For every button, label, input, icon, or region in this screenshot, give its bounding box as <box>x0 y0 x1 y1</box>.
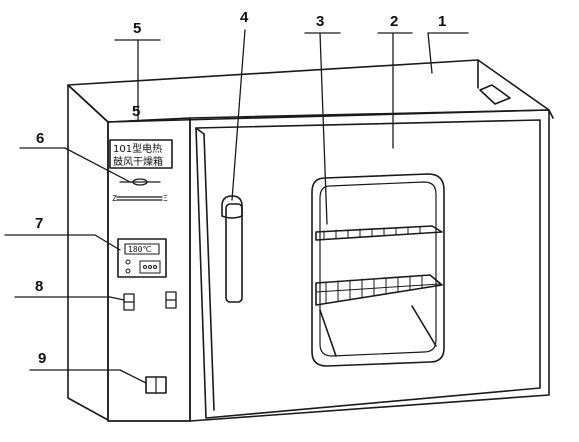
leader-7b <box>94 234 121 251</box>
oven-front-frame <box>189 109 550 422</box>
door-inner-edge <box>203 133 215 411</box>
viewing-window <box>311 173 445 367</box>
leader-4 <box>231 29 246 201</box>
controller-led-2 <box>125 268 131 274</box>
label-5-top: 5 <box>133 20 141 37</box>
leader-9b <box>119 369 147 384</box>
label-1: 1 <box>438 13 446 30</box>
label-8: 8 <box>35 278 43 295</box>
controller-screen <box>124 243 160 255</box>
door-panel <box>195 119 541 419</box>
controller-keys <box>139 260 161 274</box>
label-9: 9 <box>38 350 46 367</box>
shelf-upper-frame <box>315 225 443 241</box>
controller-frame <box>117 238 167 278</box>
leader-3 <box>319 32 328 225</box>
nameplate: 101型电热 鼓风干燥箱 <box>109 139 173 169</box>
shelf-lower-grid <box>315 275 441 304</box>
controller-reading: 180℃ <box>128 245 151 254</box>
shelf-lower-frame <box>315 274 443 306</box>
callout-numbers: 1 2 3 4 5 5 6 7 8 9 <box>35 9 446 367</box>
handle-bar <box>225 203 243 303</box>
chamber-depth-line-1 <box>319 309 337 357</box>
shelf-upper <box>315 225 443 241</box>
svg-text:Z: Z <box>112 194 117 203</box>
leader-8b <box>109 296 125 301</box>
label-5-panel: 5 <box>132 103 140 120</box>
chamber-depth-line-2 <box>411 305 437 347</box>
label-3: 3 <box>316 13 324 30</box>
power-switch <box>145 376 167 394</box>
window-inner <box>319 181 437 357</box>
shelf-upper-grid <box>323 226 421 241</box>
label-7: 7 <box>35 215 43 232</box>
nameplate-line-1: 101型电热 <box>113 142 162 155</box>
label-6: 6 <box>36 130 44 147</box>
top-vent-flap <box>479 84 511 105</box>
switch-pair <box>123 291 177 311</box>
leader-1 <box>427 32 433 74</box>
shelf-lower <box>315 274 443 306</box>
oven-door <box>195 119 541 419</box>
label-4: 4 <box>240 9 249 26</box>
leader-6 <box>64 147 131 183</box>
leader-lines <box>4 29 469 384</box>
label-2: 2 <box>390 13 398 30</box>
door-top-edge <box>195 127 205 135</box>
door-handle <box>221 195 243 303</box>
nameplate-frame <box>109 139 173 169</box>
right-back-edge <box>548 109 554 119</box>
svg-text:Ξ: Ξ <box>163 194 168 203</box>
indicator-lamp <box>132 178 148 186</box>
oven-body <box>67 59 554 422</box>
indicator-assembly: Z Ξ <box>112 178 168 203</box>
temperature-controller: 180℃ <box>117 238 167 278</box>
window-outer <box>311 173 445 367</box>
handle-knob <box>221 195 243 219</box>
controller-led-1 <box>125 259 131 265</box>
nameplate-line-2: 鼓风干燥箱 <box>113 155 163 168</box>
